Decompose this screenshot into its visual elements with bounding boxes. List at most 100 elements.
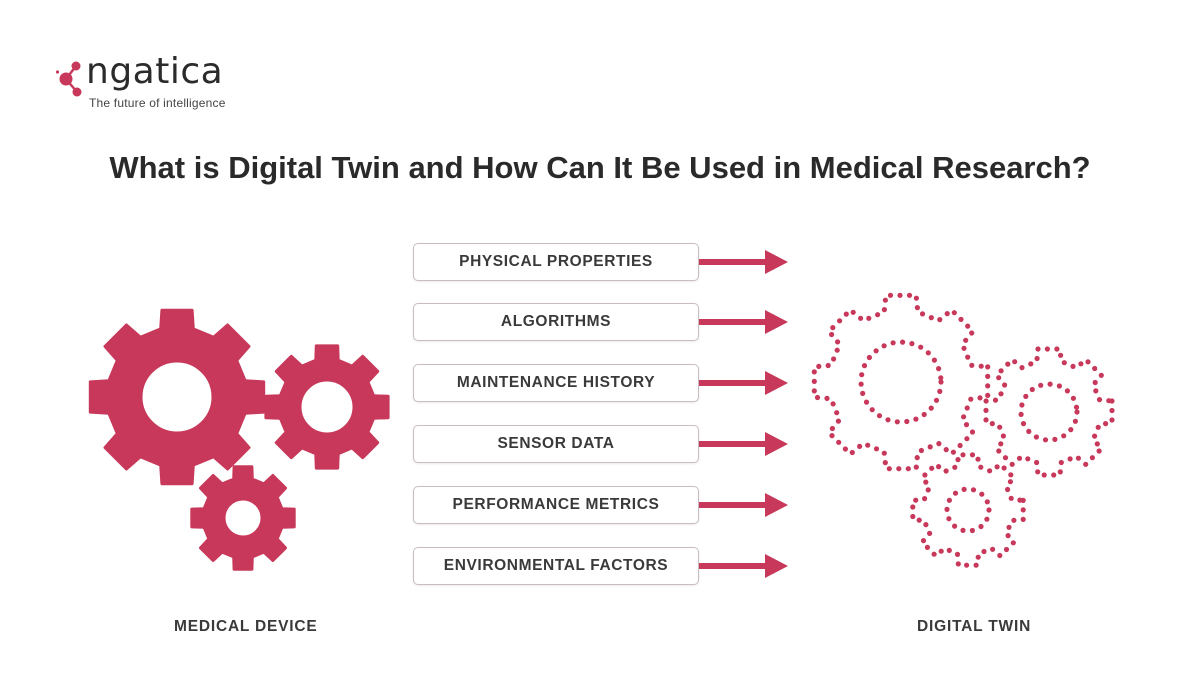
- logo-tagline: The future of intelligence: [89, 96, 226, 110]
- gear-dot: [998, 441, 1004, 447]
- gear-dot: [985, 373, 991, 379]
- gear-dot: [816, 363, 822, 369]
- gear-dot: [1034, 459, 1040, 466]
- gear-dot: [829, 331, 835, 338]
- gear-dot: [994, 464, 1000, 470]
- gear-dot: [922, 496, 928, 502]
- gear-dot: [996, 448, 1002, 454]
- gear-dot: [1005, 486, 1011, 493]
- property-box-sensor-data: SENSOR DATA: [413, 425, 699, 463]
- gear-dot: [938, 375, 944, 381]
- gear-dot: [978, 363, 984, 369]
- dotted-gears-icon: [811, 292, 1115, 568]
- gear-dot: [952, 490, 959, 496]
- gear-dot: [896, 466, 902, 472]
- gear-dot: [860, 390, 866, 396]
- gear-dot: [904, 418, 910, 425]
- gear-dot: [1073, 404, 1080, 410]
- solid-gears-icon: [88, 308, 390, 571]
- gear-dot: [975, 554, 981, 560]
- gear-dot: [900, 339, 906, 345]
- gear-dot: [978, 523, 984, 530]
- gear-dot: [1068, 427, 1074, 433]
- gear-dot: [998, 391, 1004, 397]
- gear-dot: [969, 362, 975, 368]
- gear-dot: [1051, 472, 1057, 478]
- gear-dot: [984, 516, 990, 522]
- gear-dot: [977, 395, 983, 401]
- gear-dot: [887, 292, 894, 298]
- gear-dot: [985, 364, 991, 370]
- gear-dot: [938, 548, 944, 554]
- gear-dot: [857, 443, 863, 449]
- gear-dot: [1057, 469, 1063, 475]
- gear-dot: [963, 422, 970, 428]
- gear-dot: [987, 468, 993, 474]
- gear-dot: [1078, 361, 1084, 367]
- gear-dot: [1093, 388, 1099, 394]
- gear-dot: [916, 517, 922, 523]
- gear-dot: [835, 339, 841, 345]
- gear-dot: [989, 421, 995, 427]
- gear-dot: [1002, 455, 1009, 461]
- gear-dot: [814, 394, 821, 401]
- gear-dot: [914, 455, 920, 461]
- gear-dot: [950, 449, 956, 455]
- gear-dot: [919, 311, 926, 317]
- gear-dot: [983, 398, 989, 404]
- gear-dot: [834, 347, 840, 353]
- gear-dot: [830, 325, 836, 331]
- property-box-physical-properties: PHYSICAL PROPERTIES: [413, 243, 699, 281]
- gear-dot: [963, 337, 969, 343]
- gear-dot: [1008, 495, 1014, 501]
- gear-dot: [1092, 365, 1098, 372]
- gear-dot: [811, 388, 817, 394]
- gear-dot: [1026, 428, 1032, 434]
- gear-dot: [1038, 382, 1044, 388]
- gear-dot: [992, 397, 999, 403]
- gear-dot: [968, 396, 974, 402]
- gear-dot: [811, 378, 817, 384]
- gear-dot: [936, 366, 942, 372]
- arrow-right-icon: [699, 554, 788, 578]
- gear-dot: [927, 444, 933, 450]
- gear-dot: [1041, 472, 1047, 478]
- gear-dot: [873, 446, 880, 452]
- gear-dot: [923, 522, 929, 528]
- gear-dot: [943, 447, 949, 453]
- gear-dot: [1017, 497, 1023, 503]
- gear-dot: [1012, 359, 1018, 365]
- gear-dot: [1054, 346, 1060, 352]
- arrow-right-icon: [699, 250, 788, 274]
- gear-dot: [881, 307, 887, 313]
- gear-dot: [986, 507, 992, 513]
- gear-dot: [955, 457, 961, 463]
- gear-dot: [1061, 433, 1067, 439]
- gear-dot: [951, 310, 957, 316]
- gear-dot: [969, 527, 975, 534]
- gear-dot: [1035, 346, 1041, 352]
- gear-dot: [952, 523, 958, 529]
- gear-dot: [1028, 361, 1034, 367]
- gear-dot: [937, 317, 943, 323]
- gear-shape: [88, 308, 266, 486]
- gear-dot: [955, 561, 961, 567]
- logo: ngatica The future of intelligence: [56, 54, 256, 112]
- gear-dot: [1085, 359, 1091, 365]
- gear-dot: [858, 315, 864, 321]
- gear-dot: [969, 429, 976, 435]
- gear-dot: [1018, 411, 1024, 417]
- gear-dot: [960, 527, 966, 533]
- gear-dot: [1005, 533, 1011, 539]
- gear-dot: [961, 486, 967, 492]
- gear-dot: [970, 487, 977, 493]
- gear-dot: [1058, 352, 1064, 358]
- gear-dot: [1092, 433, 1098, 439]
- gear-dot: [835, 418, 841, 424]
- gear-dot: [909, 341, 915, 347]
- gear-dot: [924, 544, 930, 550]
- gear-dot: [897, 292, 903, 298]
- gear-dot: [830, 401, 836, 407]
- gear-dot: [954, 551, 961, 557]
- gear-dot: [1016, 455, 1023, 461]
